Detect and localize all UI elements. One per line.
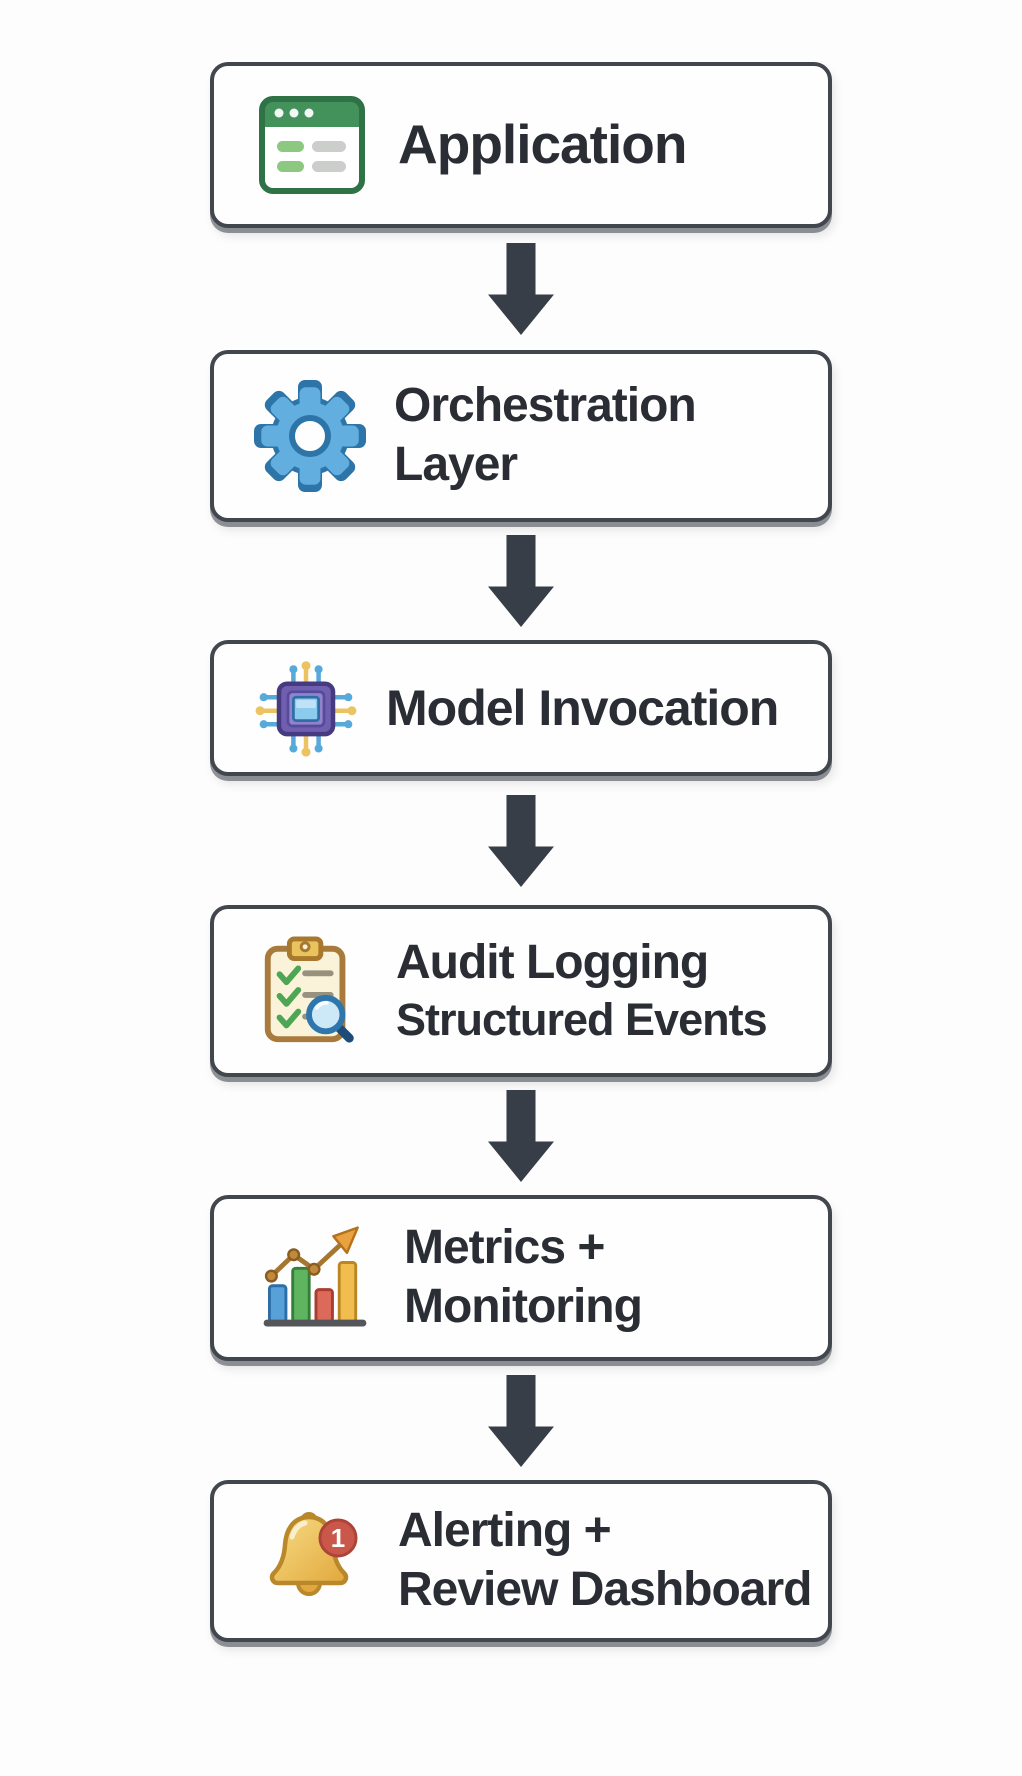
step-label: Audit Logging Structured Events (396, 934, 768, 1047)
notification-badge: 1 (318, 1518, 358, 1558)
step-application: Application (210, 62, 832, 228)
step-label-line: Orchestration (394, 379, 697, 433)
magnifier-icon (306, 994, 354, 1043)
flow-arrow-down-icon (488, 1375, 554, 1467)
bar-chart-icon (263, 1226, 367, 1327)
step-label-line: Audit Logging (396, 936, 709, 990)
step-label-line: Layer (394, 438, 518, 491)
step-audit-logging: Audit Logging Structured Events (210, 905, 832, 1077)
step-label: Orchestration Layer (394, 377, 697, 494)
step-label-line: Metrics + (404, 1221, 605, 1275)
flow-arrow-down-icon (488, 535, 554, 627)
step-label-line: Structured Events (396, 993, 768, 1045)
step-label-line: Application (398, 113, 687, 176)
step-label-line: Alerting + (398, 1504, 612, 1558)
step-label: Model Invocation (386, 678, 779, 739)
step-label: Application (398, 111, 687, 178)
step-model-invocation: Model Invocation (210, 640, 832, 776)
badge-count: 1 (331, 1523, 345, 1553)
step-metrics-monitoring: Metrics + Monitoring (210, 1195, 832, 1361)
step-label: Alerting + Review Dashboard (398, 1502, 812, 1619)
flow-arrow-down-icon (488, 243, 554, 335)
flow-arrow-down-icon (488, 1090, 554, 1182)
step-label-line: Review Dashboard (398, 1563, 812, 1616)
step-label-line: Monitoring (404, 1280, 643, 1333)
step-orchestration-layer: Orchestration Layer (210, 350, 832, 522)
step-alerting-review: 1 Alerting + Review Dashboard (210, 1480, 832, 1642)
step-label: Metrics + Monitoring (404, 1219, 643, 1336)
bell-icon: 1 (269, 1512, 358, 1596)
gear-icon (254, 380, 366, 492)
chip-icon (255, 661, 357, 757)
browser-window-icon (259, 96, 365, 194)
flow-arrow-down-icon (488, 795, 554, 887)
step-label-line: Model Invocation (386, 679, 779, 736)
clipboard-search-icon (264, 936, 354, 1043)
